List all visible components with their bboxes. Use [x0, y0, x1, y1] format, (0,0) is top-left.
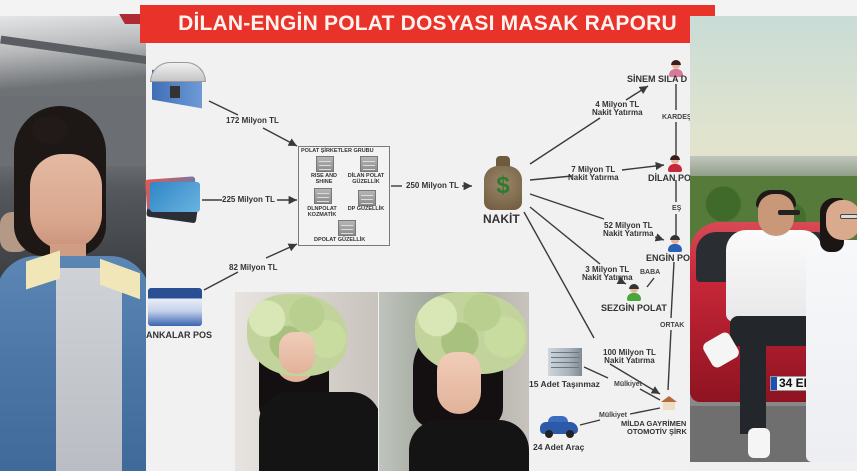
company-rise-and-shine: RISE AND SHINE	[310, 173, 338, 185]
photo-money-headpiece-2	[379, 292, 529, 471]
person-dilan-label: DİLAN PO	[648, 173, 692, 183]
city-skyline	[690, 156, 857, 176]
graphic-tshirt	[56, 268, 122, 471]
group-title: POLAT ŞİRKETLER GRUBU	[301, 148, 374, 154]
pos-label: ANKALAR POS	[146, 330, 213, 340]
company-dlnpolat-kozmatik: DLNPOLAT KOZMATİK	[307, 206, 337, 218]
credit-cards-icon	[145, 172, 200, 224]
person-sinem-icon	[669, 60, 683, 77]
person-sezgin-icon	[627, 284, 641, 301]
pos-card-icon	[148, 288, 202, 326]
title-banner: DİLAN-ENGİN POLAT DOSYASI MASAK RAPORU	[140, 5, 715, 43]
sunglasses	[778, 210, 800, 215]
man-leg	[740, 330, 766, 434]
relation-mulkiyet-cars: Mülkiyet	[599, 412, 628, 419]
property-building-icon	[548, 348, 582, 376]
company-house-icon	[661, 396, 677, 410]
person-sezgin-label: SEZGİN POLAT	[601, 303, 667, 313]
photo-money-headpiece-1	[235, 292, 378, 471]
server-icon	[316, 156, 334, 172]
report-title: DİLAN-ENGİN POLAT DOSYASI MASAK RAPORU	[178, 12, 677, 35]
person-dilan-icon	[668, 155, 682, 172]
relation-es: EŞ	[672, 205, 682, 212]
company-dilan-polat-guzellik: DİLAN POLAT GÜZELLİK	[347, 173, 385, 185]
property-count-label: 15 Adet Taşınmaz	[529, 379, 600, 389]
relation-mulkiyet-property: Mülkiyet	[614, 381, 643, 388]
warehouse-icon	[150, 62, 206, 109]
company-dpolat-guzellik: DPOLAT GÜZELLİK	[314, 237, 366, 243]
photo-woman-denim-jacket	[0, 16, 146, 471]
server-icon	[314, 188, 332, 204]
car-icon	[540, 416, 578, 438]
amount-82: 82 Milyon TL	[229, 263, 278, 272]
relation-kardes: KARDEŞ	[662, 114, 692, 121]
amount-250: 250 Milyon TL	[406, 181, 459, 190]
sunglasses	[840, 214, 857, 219]
server-icon	[360, 156, 378, 172]
server-icon	[338, 220, 356, 236]
company-dp-guzellik: DP GÜZELLİK	[347, 206, 385, 212]
person-engin-icon	[668, 235, 682, 252]
nakit-label: NAKİT	[483, 212, 520, 226]
relation-ortak: ORTAK	[660, 322, 685, 329]
relation-baba: BABA	[640, 269, 661, 276]
person-engin-label: ENGİN PO	[646, 253, 691, 263]
hair-bun	[32, 116, 68, 144]
face	[30, 154, 102, 250]
amount-172: 172 Milyon TL	[226, 116, 279, 125]
white-sneaker	[748, 428, 770, 458]
woman-head	[826, 200, 857, 240]
cars-count-label: 24 Adet Araç	[533, 442, 585, 452]
bottom-margin	[690, 462, 857, 471]
amount-225: 225 Milyon TL	[222, 195, 275, 204]
money-bag-icon: $	[484, 156, 522, 212]
person-sinem-label: SİNEM SILA D	[627, 74, 688, 84]
man-head	[758, 194, 794, 236]
server-icon	[358, 190, 376, 206]
woman-white-dress	[806, 240, 857, 462]
